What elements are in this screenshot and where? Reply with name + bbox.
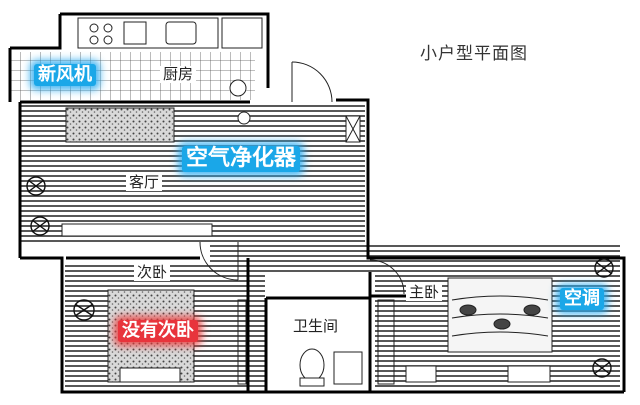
annotation-air-conditioner: 空调 (560, 288, 604, 310)
annotation-fresh-air: 新风机 (34, 64, 96, 86)
room-label-living: 客厅 (126, 174, 163, 191)
room-label-bathroom: 卫生间 (290, 318, 342, 335)
walls (8, 12, 626, 394)
living-furniture (61, 107, 361, 237)
annotation-no-second-bedroom: 没有次卧 (118, 320, 198, 342)
master-bed (377, 277, 553, 385)
plant-icons (26, 176, 614, 378)
bathroom-fixtures (299, 348, 363, 387)
plan-title: 小户型平面图 (420, 44, 528, 64)
room-label-second-bedroom: 次卧 (134, 264, 171, 281)
room-label-kitchen: 厨房 (160, 66, 197, 83)
annotation-air-purifier: 空气净化器 (182, 146, 301, 172)
kitchen-counter (77, 17, 263, 125)
room-label-master-bedroom: 主卧 (406, 284, 443, 301)
door-swings (199, 61, 405, 295)
